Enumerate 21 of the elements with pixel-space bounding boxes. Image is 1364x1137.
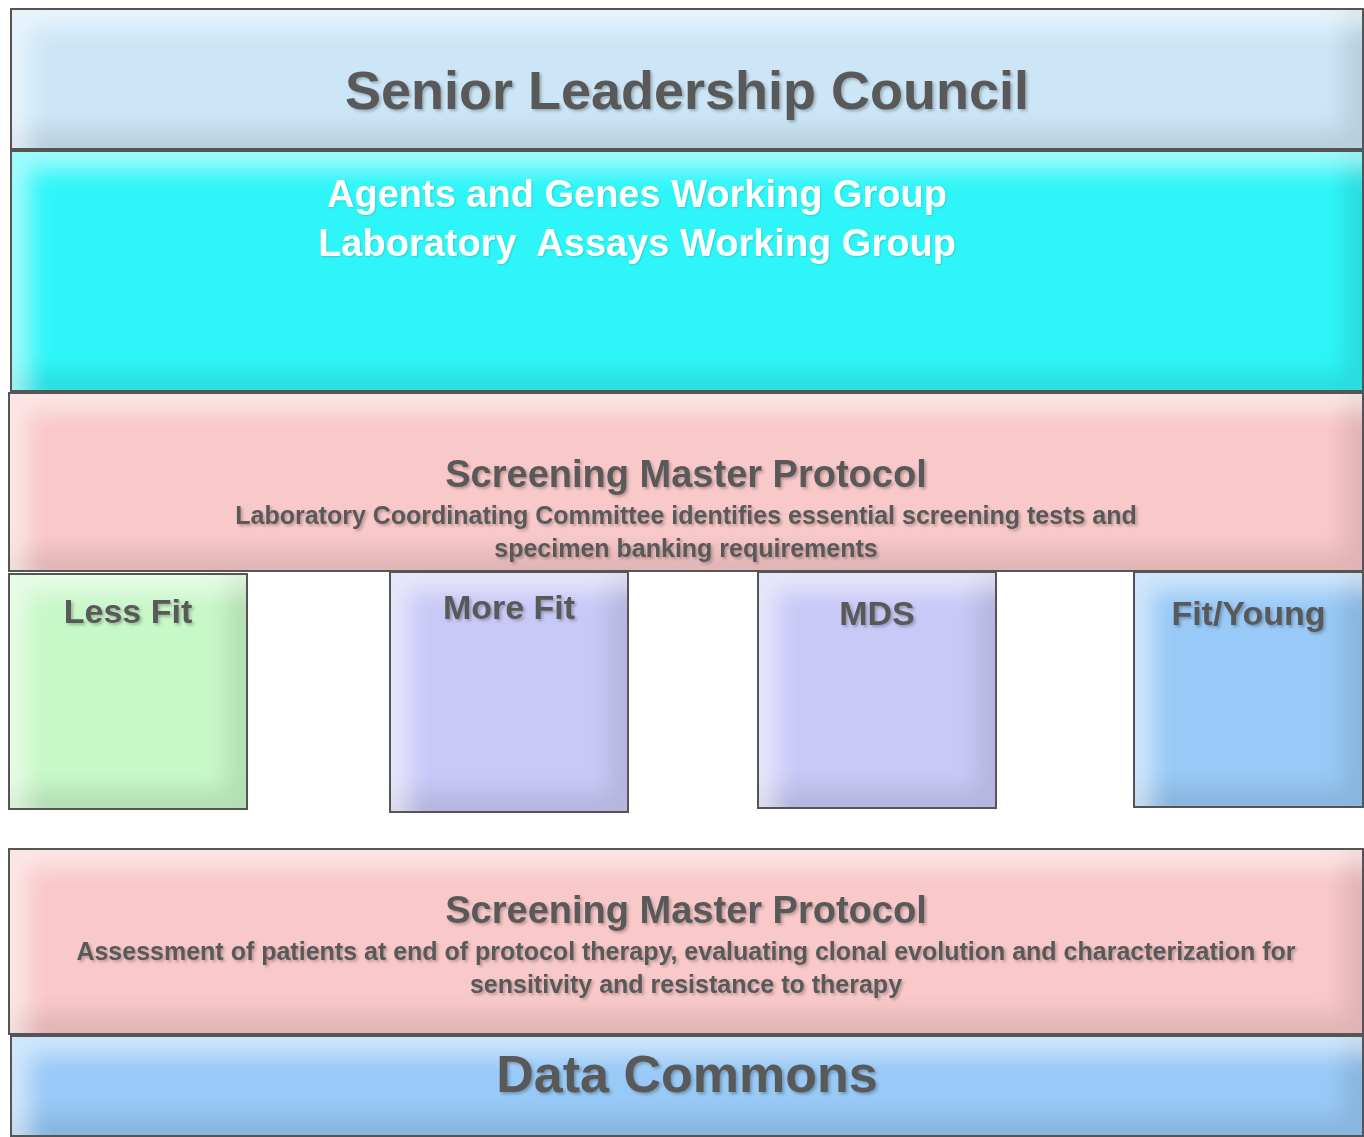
heading-text: Screening Master Protocol	[445, 888, 927, 933]
group-box	[757, 571, 997, 809]
tier-band	[10, 1035, 1364, 1137]
body-text: Assessment of patients at end of protocol therapy, evaluating clonal evolution and characterization for sensitivity and resistance to therapy	[75, 936, 1297, 1000]
tier-band	[10, 150, 1364, 392]
heading-text: Senior Leadership Council	[344, 59, 1030, 122]
group-box	[8, 573, 248, 810]
heading-text: Less Fit	[63, 591, 193, 632]
body-text: Laboratory Coordinating Committee identifies essential screening tests and specimen banking requirements	[234, 500, 1138, 564]
heading-text: Agents and Genes Working Group	[327, 172, 947, 217]
tier-band	[10, 8, 1364, 150]
heading-text: More Fit	[442, 587, 576, 628]
group-box	[389, 571, 629, 813]
group-box	[1133, 571, 1364, 808]
tier-band	[8, 848, 1364, 1035]
heading-text: Fit/Young	[1171, 593, 1326, 634]
tier-band	[8, 392, 1364, 572]
body-text: Laboratory Assays Working Group	[318, 221, 956, 267]
heading-text: MDS	[839, 593, 915, 634]
heading-text: Data Commons	[496, 1044, 878, 1105]
heading-text: Screening Master Protocol	[445, 452, 927, 497]
